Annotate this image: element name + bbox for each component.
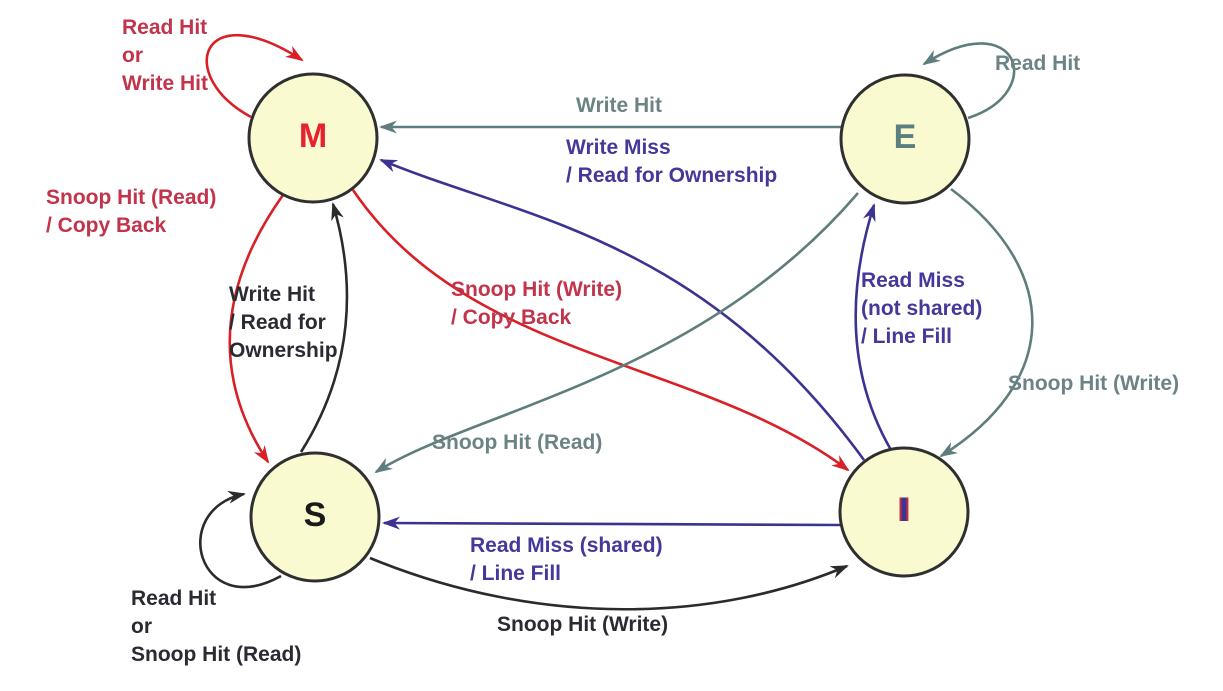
transition-i-to-m-arrow [379, 158, 866, 461]
edge-label-i-to-s: Read Miss (shared) / Line Fill [470, 534, 663, 585]
edge-label-e-self: Read Hit [995, 52, 1081, 75]
edge-label-s-self: Read Hit or Snoop Hit (Read) [131, 587, 302, 666]
state-e-label: E [893, 117, 917, 156]
transition-e-to-s-arrow [374, 192, 859, 474]
state-s-label: S [303, 495, 327, 534]
edge-label-e-to-s: Snoop Hit (Read) [432, 431, 603, 454]
edge-label-m-to-i: Snoop Hit (Write) / Copy Back [451, 278, 623, 329]
edge-label-i-to-e: Read Miss (not shared) / Line Fill [861, 269, 983, 348]
transition-s-to-m-arrow [299, 202, 349, 453]
transition-e-self-arrow [922, 42, 1016, 120]
edge-label-s-to-i: Snoop Hit (Write) [497, 613, 669, 636]
transition-m-to-s-arrow [228, 194, 285, 464]
transition-i-to-s-arrow [382, 516, 841, 530]
transition-m-to-i-arrow [351, 189, 850, 472]
state-e-circle [839, 73, 971, 205]
transition-m-self-arrow [205, 33, 304, 119]
state-m-label: M [298, 116, 328, 155]
edge-label-e-to-m: Write Hit [576, 94, 662, 117]
edge-label-m-self: Read Hit or Write Hit [122, 16, 208, 95]
transition-s-self-arrow [199, 490, 282, 589]
state-s-circle [249, 451, 381, 583]
state-i-label: I [899, 490, 909, 529]
transition-s-to-i-arrow [369, 556, 849, 611]
transition-e-to-i-arrow [939, 187, 1034, 458]
edge-label-s-to-m: Write Hit / Read for Ownership [229, 283, 338, 362]
edge-label-i-to-m: Write Miss / Read for Ownership [566, 136, 778, 187]
edge-label-e-to-i: Snoop Hit (Write) [1008, 372, 1180, 395]
transition-i-to-e-arrow [854, 203, 893, 451]
edge-label-m-to-s: Snoop Hit (Read) / Copy Back [46, 186, 217, 237]
state-m-circle [247, 72, 379, 204]
state-i-circle [838, 446, 970, 578]
